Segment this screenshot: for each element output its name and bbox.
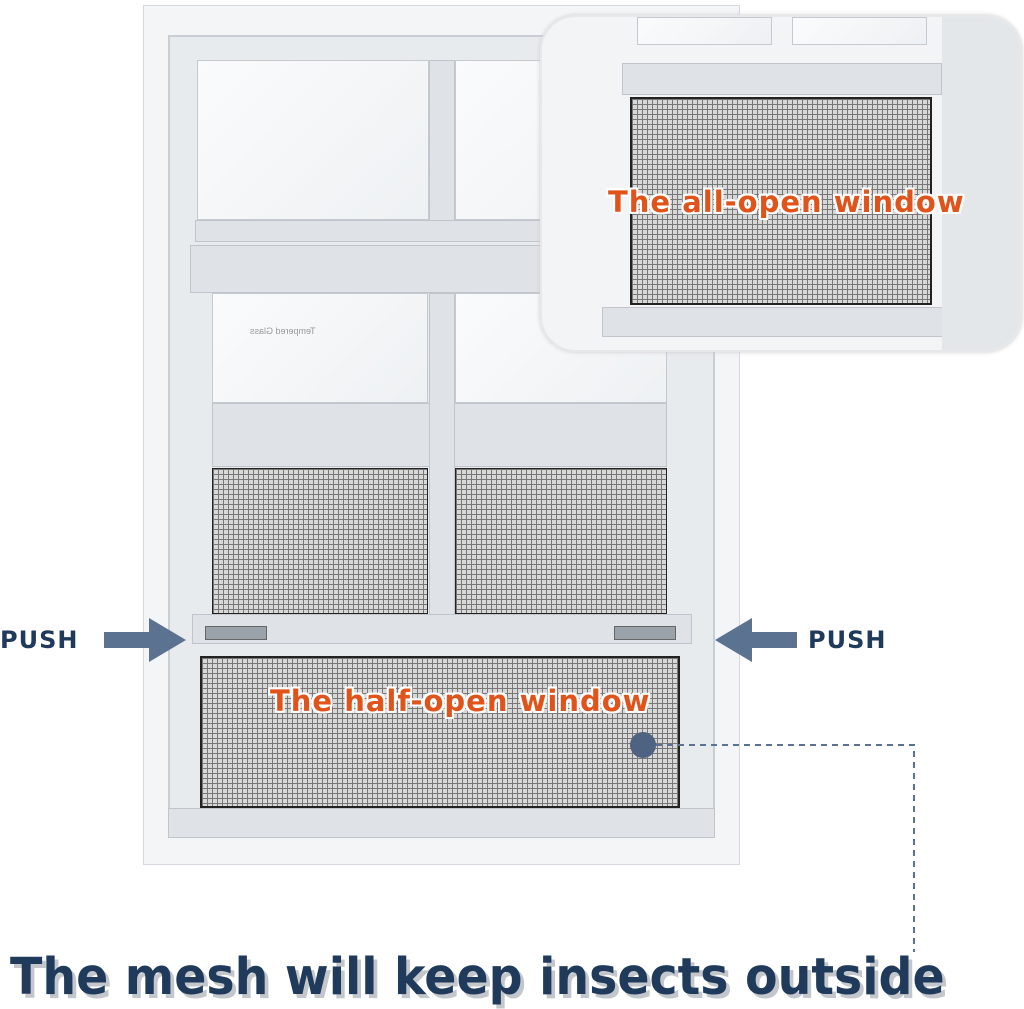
muntin <box>429 293 455 615</box>
arrow-left-icon <box>715 618 797 662</box>
glass-pane <box>212 293 428 403</box>
callout-dot-icon <box>630 732 656 758</box>
muntin <box>429 60 455 240</box>
latch[interactable] <box>614 626 676 640</box>
glass-pane <box>792 17 927 45</box>
latch[interactable] <box>205 626 267 640</box>
bottom-rail <box>168 808 715 838</box>
sliding-rail <box>622 63 942 95</box>
all-open-mesh <box>630 97 932 305</box>
half-open-label: The half-open window <box>270 684 651 718</box>
frame-side <box>942 17 1020 350</box>
half-open-mesh <box>200 656 680 808</box>
headline: The mesh will keep insects outside <box>10 948 945 1007</box>
glass-pane <box>197 60 429 220</box>
sliding-rail[interactable] <box>192 614 692 644</box>
push-left-label: PUSH <box>0 626 79 654</box>
glass-pane <box>637 17 772 45</box>
callout-line <box>630 732 915 952</box>
all-open-inset: The all-open window <box>540 15 1022 352</box>
arrow-right-icon <box>104 618 186 662</box>
bottom-rail <box>602 307 962 337</box>
mesh-panel <box>212 468 428 614</box>
mesh-panel <box>455 468 667 614</box>
all-open-label: The all-open window <box>608 185 965 219</box>
glass-mark: Tempered Glass <box>250 326 316 336</box>
push-right-label: PUSH <box>808 626 887 654</box>
